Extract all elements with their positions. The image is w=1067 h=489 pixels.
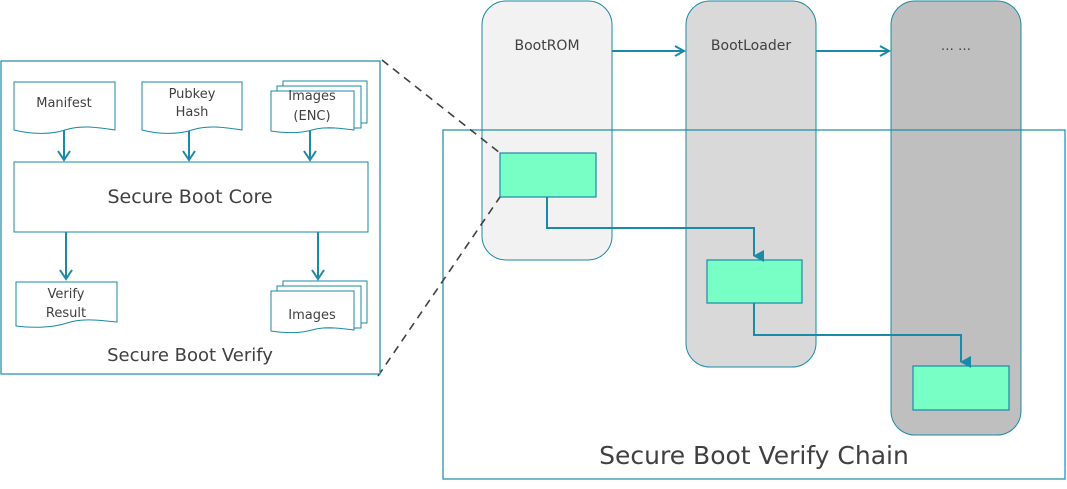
secure-boot-core <box>13 161 369 233</box>
arrow-head-pubkey <box>182 150 196 162</box>
input-manifest-label: Manifest <box>36 96 91 111</box>
input-manifest: Manifest <box>13 81 116 134</box>
detail-panel-title: Secure Boot Verify <box>107 345 273 366</box>
zoom-line-top <box>381 59 501 154</box>
arrow-head-manifest <box>57 150 71 162</box>
stage-bootloader <box>685 0 817 368</box>
zoom-line-bottom <box>377 196 501 377</box>
input-images-enc: Images (ENC) <box>270 80 368 134</box>
chain-arrow-2 <box>753 303 971 368</box>
arrow-head-images <box>303 150 317 162</box>
input-pubkey-label-2: Hash <box>176 105 209 120</box>
verify-chain-frame <box>442 129 1066 480</box>
input-images-label-1: Images <box>288 89 336 104</box>
input-pubkey-hash: Pubkey Hash <box>141 81 243 134</box>
output-images-label: Images <box>288 308 336 323</box>
verify-block-next <box>912 365 1010 411</box>
output-verify-result: Verify Result <box>15 281 118 328</box>
arrow-head-images-out <box>311 269 325 281</box>
verify-block-bootloader <box>706 259 803 304</box>
stage-next-label: … … <box>941 39 971 54</box>
verify-chain-title: Secure Boot Verify Chain <box>599 441 909 470</box>
arrow-head-result <box>59 269 73 281</box>
input-pubkey-label-1: Pubkey <box>169 87 216 102</box>
verify-block-bootrom <box>499 152 597 198</box>
stage-bootrom-label: BootROM <box>514 38 579 54</box>
output-result-label-2: Result <box>46 306 86 321</box>
stage-bootloader-label: BootLoader <box>711 38 791 54</box>
chain-arrow-1 <box>546 197 764 262</box>
input-images-label-2: (ENC) <box>293 109 330 124</box>
output-images: Images <box>270 280 368 334</box>
secure-boot-core-label: Secure Boot Core <box>107 186 272 208</box>
stage-next <box>890 0 1022 436</box>
output-result-label-1: Verify <box>48 287 85 302</box>
